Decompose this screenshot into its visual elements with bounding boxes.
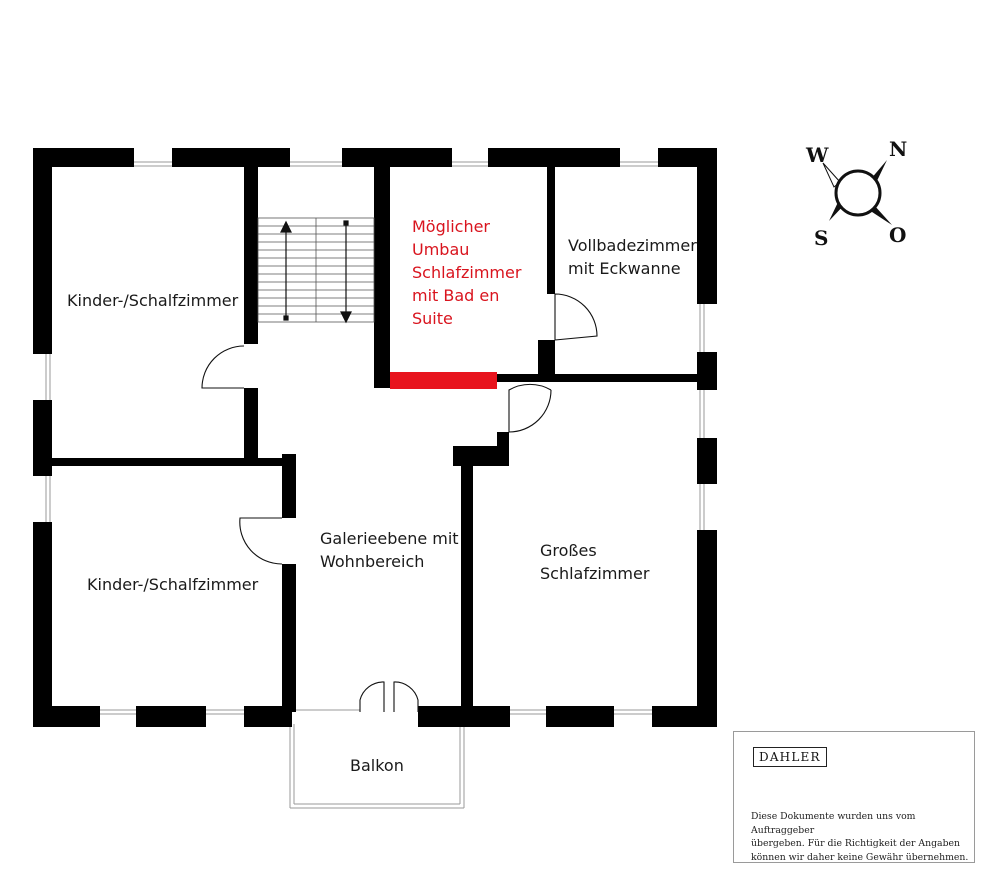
label-galerie-line-1: Galerieebene mit: [320, 529, 459, 548]
highlight-wall: [390, 372, 497, 389]
compass-w: W: [805, 143, 829, 167]
label-umbau-line-2: Umbau: [412, 240, 469, 259]
label-kinder-bottom: Kinder-/Schalfzimmer: [87, 575, 259, 594]
label-schlaf: Großes Schlafzimmer: [540, 541, 650, 583]
label-schlaf-line-2: Schlafzimmer: [540, 564, 650, 583]
label-umbau-line-3: Schlafzimmer: [412, 263, 522, 282]
label-vollbad-line-1: Vollbadezimmer: [568, 236, 697, 255]
label-galerie: Galerieebene mit Wohnbereich: [320, 529, 464, 571]
label-galerie-line-2: Wohnbereich: [320, 552, 424, 571]
compass-n: N: [889, 137, 907, 161]
info-box: DAHLER Diese Dokumente wurden uns vom Au…: [733, 731, 975, 863]
label-kinder-top: Kinder-/Schalfzimmer: [67, 291, 239, 310]
staircase: [257, 217, 375, 323]
label-umbau-line-5: Suite: [412, 309, 453, 328]
disclaimer-line-1: Diese Dokumente wurden uns vom Auftragge…: [751, 811, 916, 836]
compass-icon: W N S O: [805, 137, 907, 250]
label-vollbad: Vollbadezimmer mit Eckwanne: [568, 236, 702, 278]
label-umbau-line-4: mit Bad en: [412, 286, 499, 305]
disclaimer-line-2: übergeben. Für die Richtigkeit der Angab…: [751, 838, 961, 849]
dahler-logo: DAHLER: [753, 747, 827, 767]
disclaimer-line-3: können wir daher keine Gewähr übernehmen…: [751, 851, 969, 863]
compass-s: S: [814, 226, 828, 250]
stair-arrows: [280, 220, 352, 324]
label-vollbad-line-2: mit Eckwanne: [568, 259, 681, 278]
window-lines: [45, 161, 705, 809]
compass-o: O: [889, 223, 906, 247]
label-schlaf-line-1: Großes: [540, 541, 597, 560]
label-umbau-line-1: Möglicher: [412, 217, 490, 236]
walls: [33, 148, 717, 727]
disclaimer-text: Diese Dokumente wurden uns vom Auftragge…: [751, 810, 971, 864]
label-umbau: Möglicher Umbau Schlafzimmer mit Bad en …: [412, 217, 527, 328]
label-balkon: Balkon: [350, 756, 404, 775]
doors: [201, 293, 598, 712]
